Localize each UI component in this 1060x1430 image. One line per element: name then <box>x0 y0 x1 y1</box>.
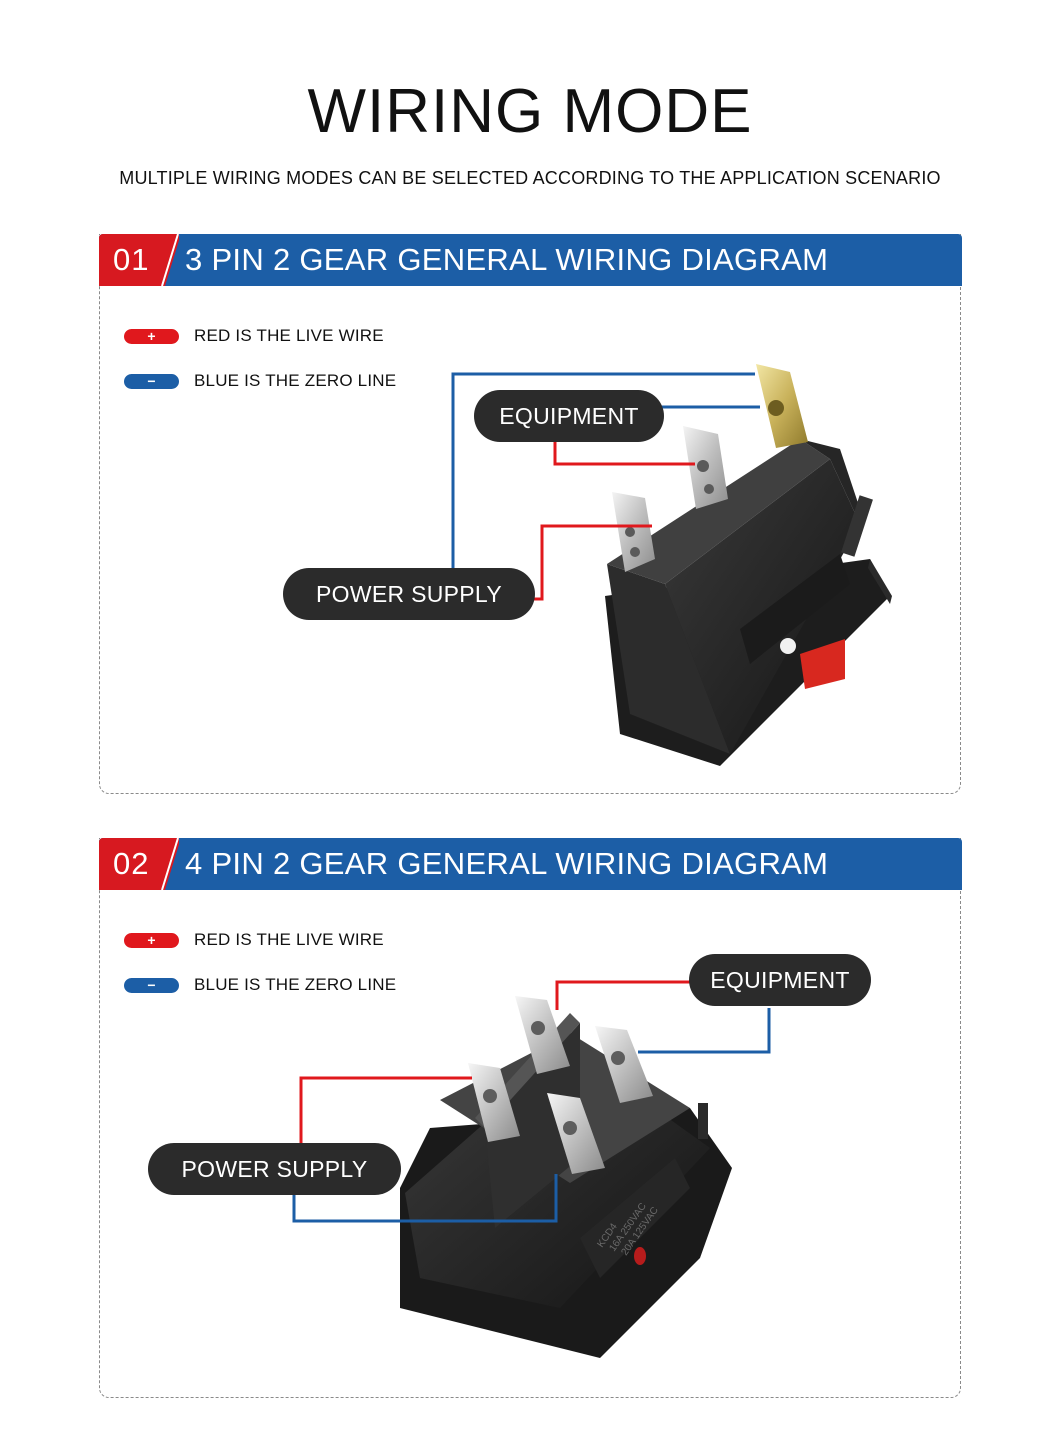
diagram-panel-3-pin: 01 3 PIN 2 GEAR GENERAL WIRING DIAGRAM <box>99 234 962 794</box>
panel-header: 02 4 PIN 2 GEAR GENERAL WIRING DIAGRAM <box>99 838 962 890</box>
power-supply-label: POWER SUPPLY <box>283 568 535 620</box>
equipment-label: EQUIPMENT <box>689 954 871 1006</box>
legend-text: BLUE IS THE ZERO LINE <box>194 975 397 994</box>
panel-number: 01 <box>113 242 150 277</box>
switch-4-pin-illustration: KCD4 16A 250VAC 20A 125VAC <box>292 980 771 1358</box>
legend-text: RED IS THE LIVE WIRE <box>194 326 384 345</box>
minus-icon: − <box>124 374 179 389</box>
panel-heading: 4 PIN 2 GEAR GENERAL WIRING DIAGRAM <box>185 846 829 881</box>
panel-number-badge <box>99 234 179 286</box>
diagram-panel-4-pin: 02 4 PIN 2 GEAR GENERAL WIRING DIAGRAM <box>99 838 962 1398</box>
legend-text: RED IS THE LIVE WIRE <box>194 930 384 949</box>
panel-header: 01 3 PIN 2 GEAR GENERAL WIRING DIAGRAM <box>99 234 962 286</box>
power-supply-label: POWER SUPPLY <box>148 1143 401 1195</box>
panel-number-badge <box>99 838 179 890</box>
page-subtitle: MULTIPLE WIRING MODES CAN BE SELECTED AC… <box>119 168 941 188</box>
page-title: WIRING MODE <box>307 77 753 146</box>
panel-number: 02 <box>113 846 150 881</box>
plus-icon: + <box>124 329 179 344</box>
minus-icon: − <box>124 978 179 993</box>
legend-text: BLUE IS THE ZERO LINE <box>194 371 397 390</box>
panel-heading: 3 PIN 2 GEAR GENERAL WIRING DIAGRAM <box>185 242 829 277</box>
plus-icon: + <box>124 933 179 948</box>
switch-3-pin-illustration <box>451 364 892 766</box>
equipment-label: EQUIPMENT <box>474 390 664 442</box>
